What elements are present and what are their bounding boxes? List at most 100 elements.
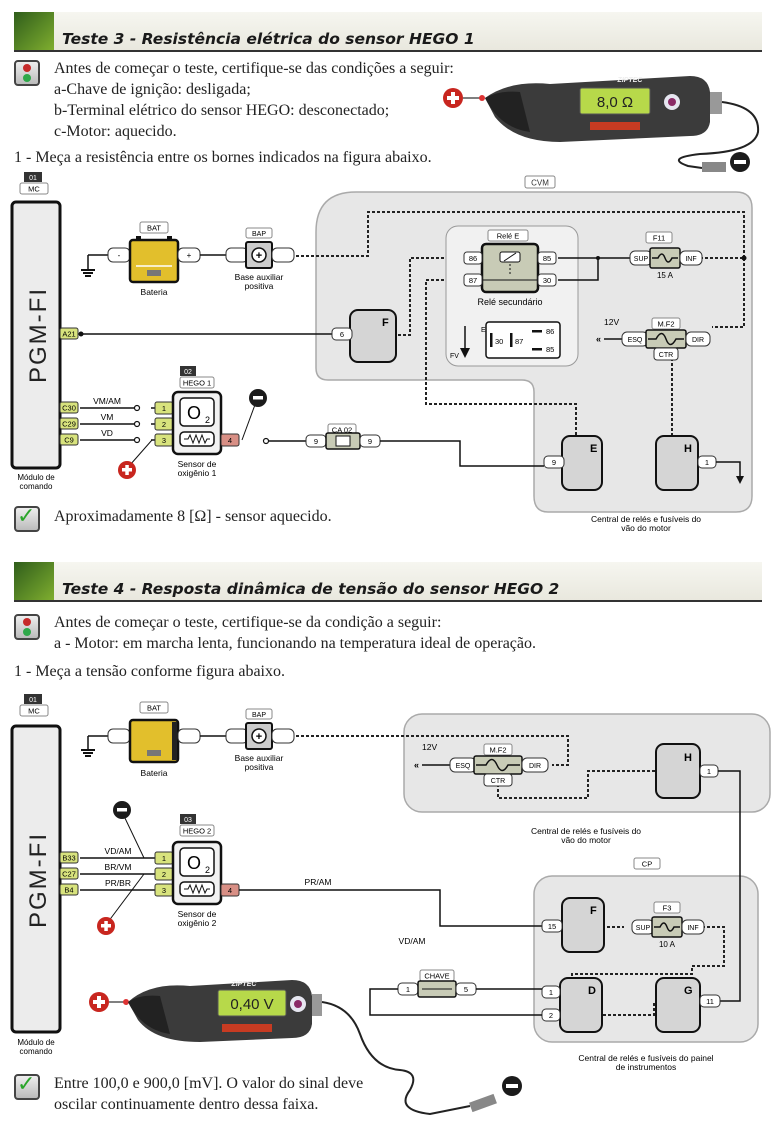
connector-d bbox=[559, 977, 603, 1033]
svg-text:Bateria: Bateria bbox=[141, 768, 168, 778]
svg-text:CTR: CTR bbox=[491, 778, 505, 785]
svg-text:9: 9 bbox=[552, 458, 556, 467]
svg-text:3: 3 bbox=[162, 886, 166, 895]
probe-positive-icon bbox=[89, 992, 109, 1012]
battery bbox=[128, 238, 180, 284]
svg-text:1: 1 bbox=[549, 988, 553, 997]
check-icon: ✓ bbox=[14, 504, 40, 532]
svg-text:DIR: DIR bbox=[529, 763, 541, 770]
bap-tag: BAP bbox=[252, 231, 266, 238]
hego1-pin-1: 1 bbox=[154, 401, 174, 415]
test3-condition-a: a-Chave de ignição: desligada; bbox=[54, 81, 251, 98]
svg-text:5: 5 bbox=[464, 985, 468, 994]
svg-text:Módulo de: Módulo de bbox=[17, 1038, 55, 1047]
cp-caption-2: de instrumentos bbox=[616, 1062, 676, 1072]
svg-text:B4: B4 bbox=[64, 886, 73, 895]
traffic-light-icon bbox=[14, 60, 40, 86]
wire-pr-am: PR/AM bbox=[305, 877, 332, 887]
svg-text:F: F bbox=[382, 317, 389, 329]
wire-pr-br: PR/BR bbox=[105, 878, 131, 888]
mc-caption-2: comando bbox=[20, 482, 53, 491]
hego1-pin-2: 2 bbox=[154, 417, 174, 431]
svg-text:03: 03 bbox=[184, 817, 192, 824]
relay-pin-86: 86 bbox=[463, 251, 483, 265]
check-icon: ✓ bbox=[14, 1072, 40, 1100]
svg-text:D: D bbox=[588, 985, 596, 997]
svg-text:2: 2 bbox=[205, 415, 210, 425]
svg-text:C29: C29 bbox=[62, 420, 76, 429]
f11-tag: F11 bbox=[653, 234, 665, 243]
bap-caption-1: Base auxiliar bbox=[235, 272, 284, 282]
heater-resistor-icon bbox=[184, 883, 210, 895]
svg-text:positiva: positiva bbox=[245, 762, 274, 772]
hego1-tag: HEGO 1 bbox=[183, 379, 211, 388]
test3-precondition-intro: Antes de começar o teste, certifique-se … bbox=[54, 60, 454, 77]
hego2-pin-1: 1 bbox=[154, 851, 174, 865]
probe-negative-icon bbox=[502, 1076, 522, 1096]
svg-text:30: 30 bbox=[543, 276, 551, 285]
mc-pin-b4: B4 bbox=[59, 883, 79, 896]
wire-vd-am: VD/AM bbox=[105, 846, 132, 856]
svg-text:C9: C9 bbox=[64, 436, 74, 445]
svg-text:PGM-FI: PGM-FI bbox=[25, 832, 52, 928]
meter-brand: ZIPTEC bbox=[617, 77, 644, 84]
svg-text:86: 86 bbox=[546, 327, 554, 336]
svg-text:G: G bbox=[684, 985, 693, 997]
wire-vm: VM bbox=[101, 412, 114, 422]
f3-rating: 10 A bbox=[659, 940, 676, 949]
mc-pin-c9: C9 bbox=[59, 433, 79, 446]
cvm-caption-1: Central de relés e fusíveis do bbox=[531, 826, 641, 836]
hego1-caption-1: Sensor de bbox=[178, 459, 217, 469]
probe-negative-icon bbox=[113, 801, 131, 819]
svg-text:2: 2 bbox=[549, 1011, 553, 1020]
svg-text:ZIPTEC: ZIPTEC bbox=[231, 981, 258, 988]
svg-text:O: O bbox=[187, 853, 201, 873]
svg-text:BAT: BAT bbox=[147, 704, 161, 713]
bat-tag: BAT bbox=[147, 224, 161, 233]
probe-negative-icon bbox=[730, 152, 750, 172]
svg-text:C27: C27 bbox=[62, 870, 76, 879]
svg-text:-: - bbox=[118, 251, 121, 260]
test4-result-line-1: Entre 100,0 e 900,0 [mV]. O valor do sin… bbox=[54, 1075, 364, 1092]
svg-text:SUP: SUP bbox=[636, 925, 651, 932]
chave-tag: CHAVE bbox=[424, 972, 449, 981]
svg-text:Sensor de: Sensor de bbox=[178, 909, 217, 919]
svg-text:FV: FV bbox=[450, 353, 459, 360]
relay-tag: Relé E bbox=[497, 232, 520, 241]
svg-text:1: 1 bbox=[705, 458, 709, 467]
hego2-pin-2: 2 bbox=[154, 867, 174, 881]
arrow-down-icon bbox=[460, 348, 470, 358]
meter-reading: 8,0 Ω bbox=[597, 94, 633, 111]
svg-text:15: 15 bbox=[548, 922, 556, 931]
svg-text:+: + bbox=[187, 251, 192, 260]
test4-step: 1 - Meça a tensão conforme figura abaixo… bbox=[14, 663, 285, 680]
multimeter-test3: 8,0 Ω ZIPTEC bbox=[443, 76, 760, 172]
cp-caption-1: Central de relés e fusíveis do painel bbox=[578, 1053, 713, 1063]
traffic-light-icon bbox=[14, 614, 40, 640]
svg-text:O: O bbox=[187, 403, 201, 423]
test4-precondition-intro: Antes de começar o teste, certifique-se … bbox=[54, 614, 442, 631]
svg-text:30: 30 bbox=[495, 337, 503, 346]
hego1-pin-3: 3 bbox=[154, 433, 174, 447]
svg-text:ESQ: ESQ bbox=[628, 337, 643, 344]
test3-condition-b: b-Terminal elétrico do sensor HEGO: desc… bbox=[54, 102, 390, 119]
test3-title: Teste 3 - Resistência elétrica do sensor… bbox=[62, 30, 475, 48]
svg-text:Base auxiliar: Base auxiliar bbox=[235, 753, 284, 763]
wire-vd: VD bbox=[101, 428, 113, 438]
ground-icon bbox=[81, 269, 95, 277]
svg-text:SUP: SUP bbox=[634, 256, 649, 263]
f3-tag: F3 bbox=[663, 904, 672, 913]
svg-text:C30: C30 bbox=[62, 404, 76, 413]
f11-rating: 15 A bbox=[657, 271, 674, 280]
svg-text:02: 02 bbox=[184, 369, 192, 376]
mc-pin-c30: C30 bbox=[59, 401, 79, 414]
svg-text:87: 87 bbox=[469, 276, 477, 285]
svg-text:12V: 12V bbox=[422, 742, 437, 752]
svg-text:comando: comando bbox=[20, 1047, 53, 1056]
svg-text:6: 6 bbox=[340, 330, 344, 339]
svg-text:INF: INF bbox=[685, 256, 696, 263]
connector-g bbox=[655, 977, 701, 1033]
wiring-diagram-test3: CVM 01 MC PGM-FI Módulo de comando A21 C… bbox=[10, 172, 753, 533]
svg-text:87: 87 bbox=[515, 337, 523, 346]
svg-text:E: E bbox=[481, 327, 486, 334]
